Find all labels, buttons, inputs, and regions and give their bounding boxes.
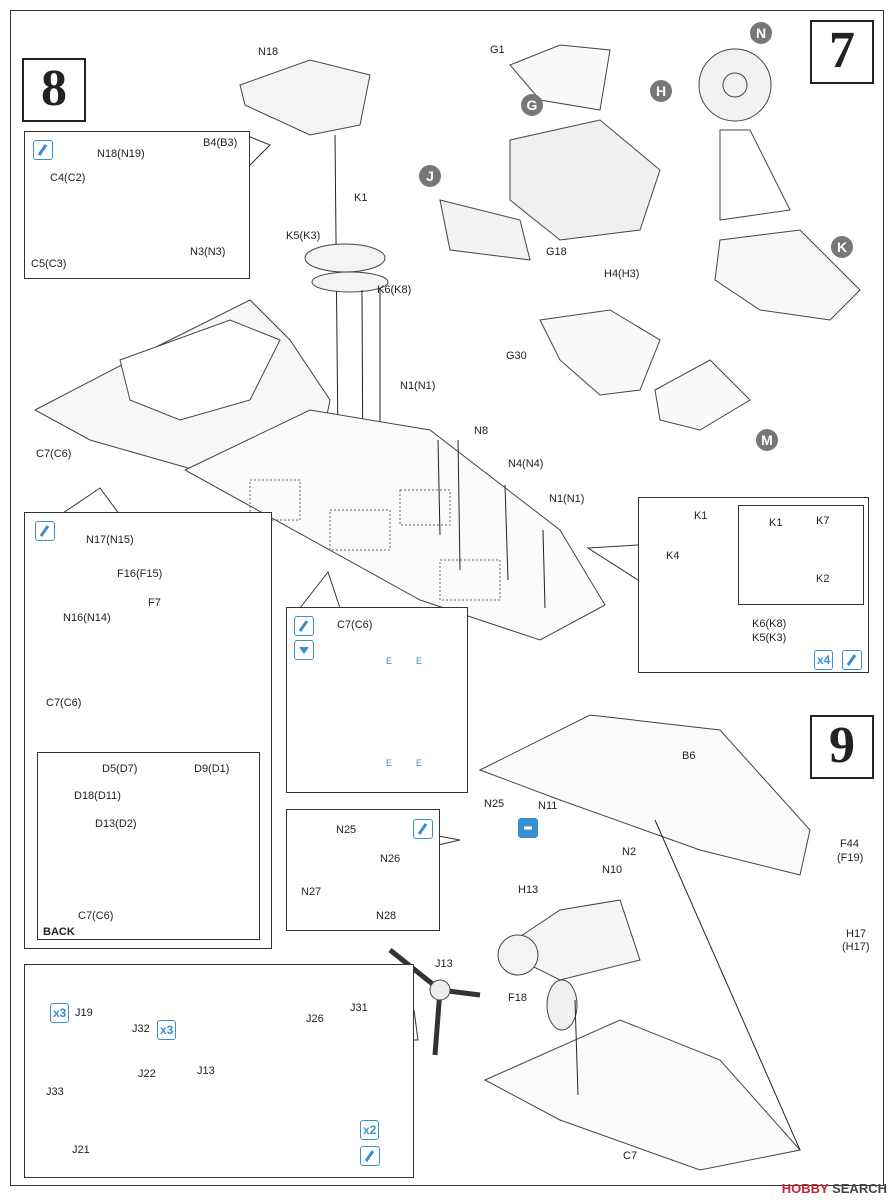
part-label: N10 bbox=[602, 864, 623, 876]
part-label: E bbox=[416, 758, 423, 768]
quantity-x3-badge: x3 bbox=[50, 1003, 70, 1023]
watermark: HOBBY SEARCH bbox=[781, 1181, 887, 1196]
part-label: D5(D7) bbox=[102, 763, 138, 775]
part-label: N3(N3) bbox=[190, 246, 226, 258]
part-label: K5(K3) bbox=[752, 632, 787, 644]
part-label: J31 bbox=[350, 1002, 368, 1014]
step-number-8: 8 bbox=[22, 58, 86, 122]
panel-step9-n25-detail bbox=[286, 809, 440, 931]
part-label: G30 bbox=[506, 350, 527, 362]
decal-icon bbox=[294, 640, 314, 660]
part-label: G18 bbox=[546, 246, 567, 258]
part-label: D18(D11) bbox=[74, 790, 121, 802]
paint-brush-icon bbox=[294, 616, 314, 636]
part-label: N26 bbox=[380, 853, 401, 865]
part-label: N8 bbox=[474, 425, 489, 437]
part-label: K1 bbox=[694, 510, 708, 522]
part-label: J21 bbox=[72, 1144, 90, 1156]
part-label: E bbox=[416, 656, 423, 666]
quantity-x2-badge: x2 bbox=[360, 1120, 380, 1140]
paint-brush-icon bbox=[413, 819, 433, 839]
part-label: C7 bbox=[623, 1150, 638, 1162]
subassembly-h: H bbox=[650, 80, 672, 102]
part-label: K1 bbox=[769, 517, 783, 529]
part-label: J19 bbox=[75, 1007, 93, 1019]
part-label: B4(B3) bbox=[203, 137, 238, 149]
part-label: H4(H3) bbox=[604, 268, 640, 280]
part-label: H17 bbox=[846, 928, 867, 940]
part-label: N18(N19) bbox=[97, 148, 145, 160]
part-label: G1 bbox=[490, 44, 505, 56]
part-label: K4 bbox=[666, 550, 680, 562]
part-label: J13 bbox=[435, 958, 453, 970]
part-label: N17(N15) bbox=[86, 534, 134, 546]
panel-step8-c7-detail bbox=[286, 607, 468, 793]
step-number-7: 7 bbox=[810, 20, 874, 84]
panel-step9-propeller-detail bbox=[24, 964, 414, 1178]
part-label: K7 bbox=[816, 515, 830, 527]
part-label: N28 bbox=[376, 910, 397, 922]
part-label: D13(D2) bbox=[95, 818, 137, 830]
part-label: C5(C3) bbox=[31, 258, 67, 270]
paint-brush-icon bbox=[33, 140, 53, 160]
cement-icon bbox=[518, 818, 538, 838]
step-number-9: 9 bbox=[810, 715, 874, 779]
paint-brush-icon bbox=[842, 650, 862, 670]
part-label: F44 bbox=[840, 838, 859, 850]
part-label: (H17) bbox=[842, 941, 870, 953]
part-label: J32 bbox=[132, 1023, 150, 1035]
panel-step7-k1-inner bbox=[738, 505, 864, 605]
quantity-x4-badge: x4 bbox=[814, 650, 834, 670]
part-label: N2 bbox=[622, 846, 637, 858]
paint-brush-icon bbox=[360, 1146, 380, 1166]
part-label: H13 bbox=[518, 884, 539, 896]
part-label: K6(K8) bbox=[377, 284, 412, 296]
part-label: K5(K3) bbox=[286, 230, 321, 242]
part-label: N27 bbox=[301, 886, 322, 898]
panel-step8-tail-detail bbox=[24, 131, 250, 279]
subassembly-n: N bbox=[750, 22, 772, 44]
subassembly-j: J bbox=[419, 165, 441, 187]
part-label: K6(K8) bbox=[752, 618, 787, 630]
part-label: J22 bbox=[138, 1068, 156, 1080]
part-label: D9(D1) bbox=[194, 763, 230, 775]
part-label: J26 bbox=[306, 1013, 324, 1025]
part-label: N4(N4) bbox=[508, 458, 544, 470]
part-label: N25 bbox=[484, 798, 505, 810]
part-label: C7(C6) bbox=[46, 697, 82, 709]
part-label: C7(C6) bbox=[36, 448, 72, 460]
part-label: N25 bbox=[336, 824, 357, 836]
part-label: N1(N1) bbox=[400, 380, 436, 392]
part-label: (F19) bbox=[837, 852, 864, 864]
part-label: N11 bbox=[538, 800, 558, 812]
subassembly-m: M bbox=[756, 429, 778, 451]
part-label: F16(F15) bbox=[117, 568, 163, 580]
view-label: BACK bbox=[43, 926, 75, 938]
part-label: C7(C6) bbox=[337, 619, 373, 631]
part-label: E bbox=[386, 656, 393, 666]
part-label: C4(C2) bbox=[50, 172, 86, 184]
page-border bbox=[10, 10, 884, 1186]
part-label: J13 bbox=[197, 1065, 215, 1077]
part-label: F18 bbox=[508, 992, 527, 1004]
quantity-x3-badge: x3 bbox=[157, 1020, 177, 1040]
subassembly-g: G bbox=[521, 94, 543, 116]
part-label: J33 bbox=[46, 1086, 64, 1098]
part-label: C7(C6) bbox=[78, 910, 114, 922]
paint-brush-icon bbox=[35, 521, 55, 541]
part-label: K2 bbox=[816, 573, 830, 585]
part-label: F7 bbox=[148, 597, 161, 609]
panel-step8-back-detail bbox=[37, 752, 260, 940]
part-label: E bbox=[386, 758, 393, 768]
part-label: N18 bbox=[258, 46, 279, 58]
part-label: B6 bbox=[682, 750, 696, 762]
subassembly-k: K bbox=[831, 236, 853, 258]
part-label: N16(N14) bbox=[63, 612, 111, 624]
part-label: K1 bbox=[354, 192, 368, 204]
part-label: N1(N1) bbox=[549, 493, 585, 505]
